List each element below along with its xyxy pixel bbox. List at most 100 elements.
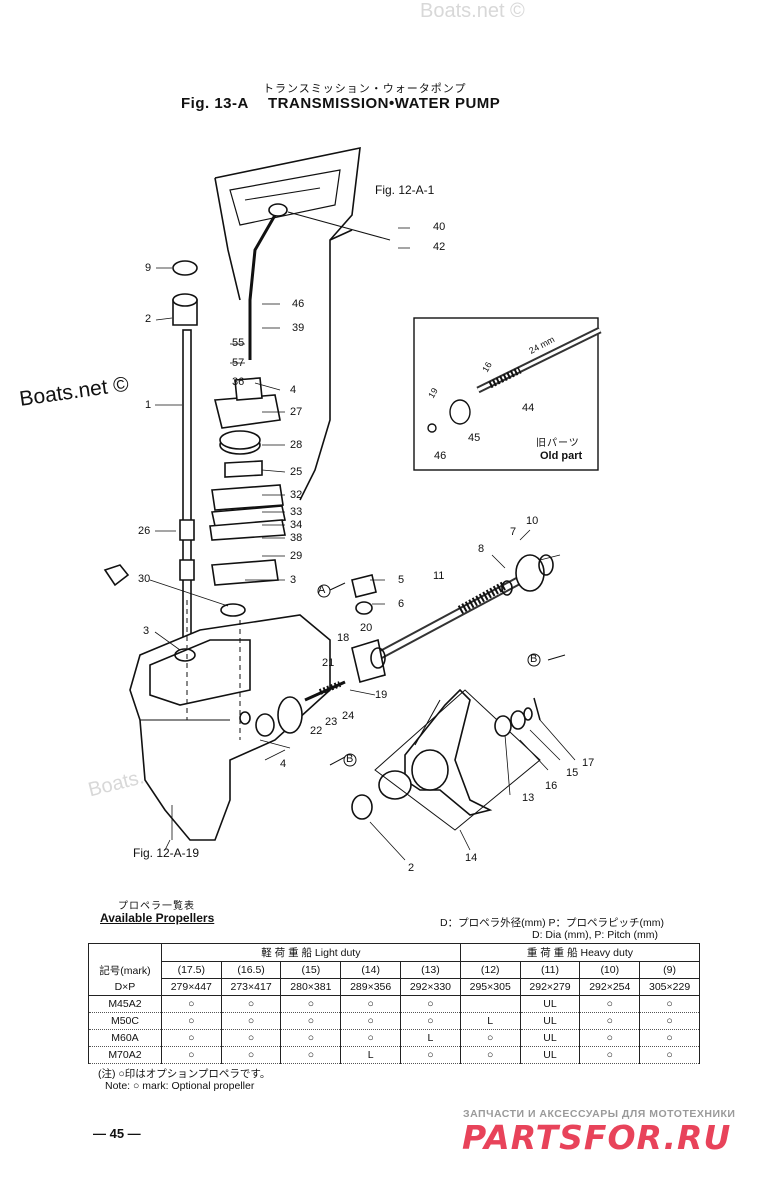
col-size: 292×254 [579,978,641,996]
table-mark-row: 記号(mark) (17.5) (16.5) (15) (14) (13) (1… [88,961,700,979]
callout-9: 9 [145,262,152,274]
callout-10: 10 [526,515,539,527]
exploded-diagram [103,146,602,861]
col-size: 273×417 [220,978,282,996]
availability-cell: UL [519,995,581,1013]
availability-cell [459,995,521,1013]
callout-8: 8 [478,543,485,555]
callout-22: 22 [310,725,323,737]
callout-46: 46 [292,298,305,310]
col-size: 292×330 [400,978,461,996]
callout-21: 21 [322,657,335,669]
availability-cell: ○ [639,1012,700,1030]
inset-callout-44: 44 [522,402,535,414]
availability-cell: UL [519,1046,581,1064]
inset-callout-45: 45 [468,432,481,444]
availability-cell: ○ [340,1012,402,1030]
dxp-header: D×P [88,978,162,996]
page-number: — 45 — [93,1126,141,1141]
availability-cell: ○ [160,1029,222,1047]
availability-cell: ○ [280,1046,342,1064]
callout-33: 33 [290,506,303,518]
col-size: 289×356 [340,978,402,996]
model-cell: M50C [88,1012,162,1030]
light-duty-header: 軽 荷 重 船 Light duty [160,943,461,962]
callout-24: 24 [342,710,355,722]
callout-27: 27 [290,406,303,418]
ref-fig-12-a-19: Fig. 12-A-19 [133,846,200,860]
availability-cell: L [340,1046,402,1064]
callout-26: 26 [138,525,151,537]
availability-cell: UL [519,1012,581,1030]
availability-cell: L [400,1029,461,1047]
inset-old-part: Old part [540,450,583,462]
callout-17: 17 [582,757,595,769]
col-mark: (11) [519,961,581,979]
availability-cell: ○ [639,1029,700,1047]
availability-cell: ○ [400,1012,461,1030]
availability-cell: L [459,1012,521,1030]
callout-2: 2 [145,313,152,325]
availability-cell: ○ [160,995,222,1013]
propellers-title: Available Propellers [100,911,215,925]
callout-20: 20 [360,622,373,634]
mark-header: 記号(mark) [88,961,162,979]
callout-23: 23 [325,716,338,728]
col-mark: (10) [579,961,641,979]
col-size: 305×229 [639,978,700,996]
inset-callout-46: 46 [434,450,447,462]
brand-logo: PARTSFOR.RU [462,1118,732,1157]
mark-a-1: A [318,584,326,596]
callout-40: 40 [433,221,446,233]
availability-cell: UL [519,1029,581,1047]
availability-cell: ○ [400,995,461,1013]
col-mark: (15) [280,961,342,979]
availability-cell: ○ [220,1046,282,1064]
availability-cell: ○ [639,1046,700,1064]
col-mark: (17.5) [160,961,222,979]
col-size: 279×447 [160,978,222,996]
propellers-table: 軽 荷 重 船 Light duty 重 荷 重 船 Heavy duty 記号… [88,943,701,1064]
col-size: 295×305 [459,978,521,996]
table-size-row: D×P 279×447 273×417 280×381 289×356 292×… [88,978,700,996]
callout-39: 39 [292,322,305,334]
callout-3-left: 3 [143,625,150,637]
title-jp: トランスミッション・ウォータポンプ [263,83,467,95]
mark-b-1: B [530,653,538,665]
fig-label: Fig. 13-A [181,95,249,112]
ref-fig-12-a-1: Fig. 12-A-1 [375,183,435,197]
page-title: TRANSMISSION•WATER PUMP [268,95,501,112]
callout-3-pump: 3 [290,574,297,586]
availability-cell: ○ [160,1046,222,1064]
callout-19: 19 [375,689,388,701]
col-mark: (14) [340,961,402,979]
callout-18: 18 [337,632,350,644]
availability-cell: ○ [579,995,641,1013]
availability-cell: ○ [160,1012,222,1030]
availability-cell: ○ [280,995,342,1013]
note-en: Note: ○ mark: Optional propeller [105,1080,255,1092]
col-mark: (12) [459,961,521,979]
callout-28: 28 [290,439,303,451]
callout-15: 15 [566,767,579,779]
availability-cell: ○ [220,1012,282,1030]
model-cell: M70A2 [88,1046,162,1064]
callout-4-lower: 4 [280,758,287,770]
table-duty-row: 軽 荷 重 船 Light duty 重 荷 重 船 Heavy duty [88,943,701,962]
availability-cell: ○ [459,1029,521,1047]
availability-cell: ○ [280,1012,342,1030]
callout-25: 25 [290,466,303,478]
callout-11: 11 [433,570,445,582]
col-mark: (16.5) [220,961,282,979]
callout-34: 34 [290,519,303,531]
callout-7: 7 [510,526,517,538]
callout-57: 57 [232,357,245,369]
model-cell: M45A2 [88,995,162,1013]
callout-14: 14 [465,852,478,864]
inset-old-part-jp: 旧パーツ [536,438,580,449]
callout-42: 42 [433,241,446,253]
callout-55: 55 [232,337,245,349]
mark-b-2: B [346,753,354,765]
table-row: M70A2○○○L○○UL○○ [88,1046,700,1064]
